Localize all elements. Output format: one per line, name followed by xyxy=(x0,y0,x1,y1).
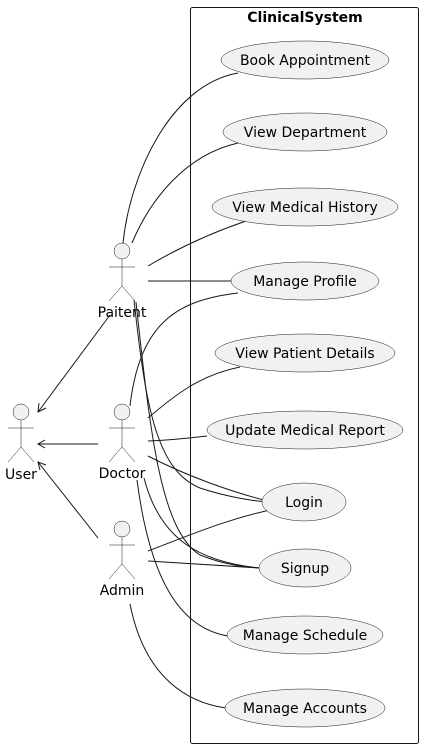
use-case-label: View Medical History xyxy=(232,200,378,216)
use-case-label: View Patient Details xyxy=(235,346,374,362)
assoc-paitent-view-department xyxy=(131,142,239,244)
use-case-login[interactable]: Login xyxy=(261,482,347,522)
assoc-admin-signup xyxy=(147,560,261,569)
assoc-admin-login xyxy=(147,508,276,552)
arrow-admin-user xyxy=(37,461,99,539)
generalizations xyxy=(36,314,111,539)
system-boundary: ClinicalSystem xyxy=(190,7,419,744)
use-case-signup[interactable]: Signup xyxy=(258,548,352,588)
actor-body-icon xyxy=(108,259,136,302)
use-case-view-department[interactable]: View Department xyxy=(222,112,388,152)
assoc-doctor-view-patient-details xyxy=(147,366,241,419)
actor-body-icon xyxy=(108,420,136,463)
use-case-label: Manage Accounts xyxy=(243,701,367,717)
actor-label: Admin xyxy=(100,583,145,599)
actor-head-icon xyxy=(113,242,131,260)
actor-body-icon xyxy=(7,420,35,463)
use-case-view-patient-details[interactable]: View Patient Details xyxy=(214,333,396,373)
assoc-doctor-manage-profile xyxy=(129,292,239,407)
arrow-paitent-user xyxy=(37,314,111,413)
assoc-doctor-update-medical-report xyxy=(147,435,208,442)
actor-head-icon xyxy=(113,520,131,538)
use-case-label: View Department xyxy=(244,125,367,141)
assoc-paitent-book-appointment xyxy=(122,72,239,244)
system-box xyxy=(190,7,419,744)
actor-user[interactable]: User xyxy=(5,403,37,483)
assoc-paitent-view-medical-history xyxy=(147,220,247,267)
actor-doctor[interactable]: Doctor xyxy=(99,403,146,482)
actor-label: Paitent xyxy=(98,305,147,321)
use-case-view-medical-history[interactable]: View Medical History xyxy=(211,187,399,227)
use-case-book-appointment[interactable]: Book Appointment xyxy=(220,40,390,80)
actor-label: Doctor xyxy=(99,466,146,482)
arrow-paitent-user-head xyxy=(37,402,47,413)
assoc-paitent-signup xyxy=(135,301,261,569)
assoc-doctor-login xyxy=(147,455,273,503)
assoc-doctor-manage-schedule xyxy=(136,479,229,637)
use-case-label: Manage Profile xyxy=(253,274,357,290)
assoc-admin-manage-accounts xyxy=(129,603,227,709)
actor-admin[interactable]: Admin xyxy=(100,520,145,599)
use-case-manage-accounts[interactable]: Manage Accounts xyxy=(224,688,386,728)
assoc-doctor-signup xyxy=(143,477,261,569)
use-case-manage-schedule[interactable]: Manage Schedule xyxy=(226,615,384,655)
system-title: ClinicalSystem xyxy=(247,10,363,26)
actor-body-icon xyxy=(108,537,136,580)
arrow-doctor-user-head xyxy=(36,439,46,449)
assoc-paitent-login xyxy=(133,299,273,503)
use-case-label: Book Appointment xyxy=(240,53,371,69)
actor-paitent[interactable]: Paitent xyxy=(98,242,147,321)
use-case-manage-profile[interactable]: Manage Profile xyxy=(230,261,380,301)
use-cases: Book Appointment View Department View Me… xyxy=(206,40,404,728)
actor-head-icon xyxy=(113,403,131,421)
associations xyxy=(122,72,276,709)
actor-head-icon xyxy=(12,403,30,421)
use-case-label: Manage Schedule xyxy=(243,628,367,644)
use-case-label: Signup xyxy=(281,561,329,577)
arrow-admin-user-head xyxy=(37,461,47,471)
use-case-label: Update Medical Report xyxy=(225,423,385,439)
actor-label: User xyxy=(5,467,37,483)
use-case-update-medical-report[interactable]: Update Medical Report xyxy=(206,410,404,450)
use-case-label: Login xyxy=(285,495,323,511)
actors: User Paitent Doctor Admin xyxy=(5,242,147,599)
